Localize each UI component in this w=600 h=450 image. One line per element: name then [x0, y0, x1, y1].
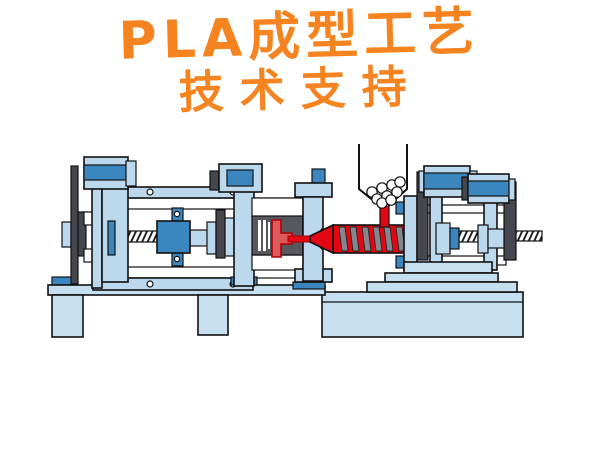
platen-bolt-top — [311, 168, 326, 185]
coupling-flange — [206, 221, 217, 255]
drive-shaft — [189, 229, 209, 247]
rear-column — [91, 175, 103, 289]
platform-step — [384, 272, 499, 283]
coupling-flange — [224, 217, 235, 257]
rear-platen — [61, 156, 137, 289]
drive-hub — [435, 222, 451, 255]
hopper — [358, 144, 408, 209]
pellet — [394, 176, 406, 188]
moving-platen — [209, 163, 263, 287]
toggle-crosshead — [156, 220, 191, 254]
pellet — [391, 186, 403, 198]
screw-flight — [349, 226, 360, 252]
toggle-pivot — [173, 255, 181, 263]
molded-part — [271, 219, 293, 258]
rear-plate — [70, 165, 79, 285]
rear-shaft-nub — [61, 221, 72, 248]
drive-disc — [449, 227, 460, 250]
ball-screw — [125, 230, 159, 243]
platform-step — [403, 261, 493, 274]
coupling-disc — [215, 209, 226, 259]
fixed-platen-pad — [292, 281, 326, 290]
pellet — [385, 194, 397, 206]
injection-motor-right — [461, 173, 516, 204]
injection-screw-drive — [435, 222, 543, 255]
injection-column — [403, 195, 418, 271]
clamp-drive — [125, 207, 235, 267]
injection-base-block — [321, 291, 524, 338]
mold-unit — [251, 197, 304, 271]
screw-shaft-out — [515, 230, 543, 242]
screw-flight — [361, 226, 372, 252]
moving-platen-body — [233, 189, 255, 287]
platen-motor-nub — [209, 170, 220, 191]
screw-flight — [338, 226, 349, 252]
beam-bolt — [146, 280, 154, 288]
rear-disc — [77, 211, 87, 257]
platen-motor-band — [226, 169, 254, 187]
drive-flange — [477, 224, 489, 254]
screw-flight — [372, 226, 383, 252]
platen-motor — [218, 163, 263, 193]
mold-plate-top — [251, 197, 304, 218]
bed-leg-middle — [197, 294, 229, 336]
beam-bolt — [146, 188, 154, 196]
nozzle — [309, 223, 334, 255]
motor-cap — [508, 178, 516, 201]
rear-platen-slot — [107, 220, 116, 256]
injection-unit — [395, 165, 543, 271]
drive-screw — [458, 230, 479, 243]
bed-leg-left — [51, 294, 84, 338]
ejector-stripe — [268, 222, 270, 249]
platform-step — [366, 281, 518, 293]
ejector-stripe — [263, 220, 266, 251]
fixed-platen-cap-top — [294, 182, 333, 198]
clamp-motor-band — [83, 164, 129, 181]
drive-hub — [487, 228, 505, 249]
pellets — [366, 176, 406, 209]
carriage-platform — [366, 261, 518, 293]
motor-band — [467, 180, 510, 197]
ejector-stripe — [258, 220, 261, 251]
motor-cap — [461, 176, 469, 201]
clamp-motor-cap — [125, 160, 137, 187]
toggle-pivot — [173, 210, 181, 218]
machine-bed — [47, 276, 524, 338]
